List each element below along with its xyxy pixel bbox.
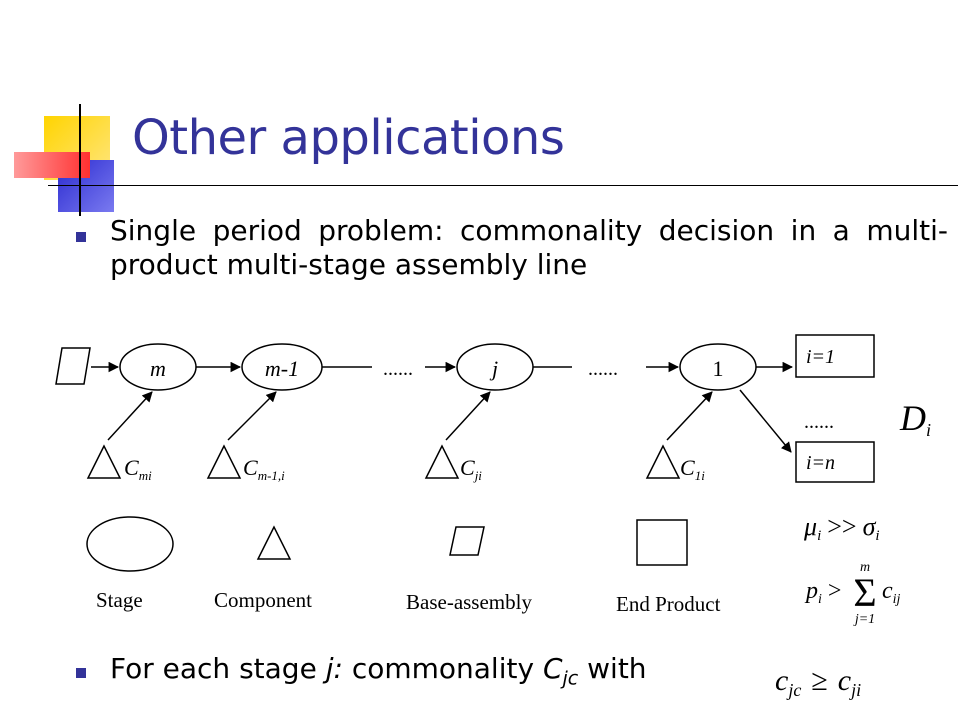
component-label-m-1: Cm-1,i [243,455,285,483]
bullet-marker [76,232,86,242]
flow-dots-1: ...... [383,358,413,380]
product-box-top [795,334,875,378]
page-title: Other applications [132,110,565,166]
component-triangle-m-1 [206,444,242,479]
component-label-1: C1i [680,455,705,483]
component-label-m: Cmi [124,455,152,483]
legend-component-shape [256,525,292,560]
component-arrow [227,391,277,441]
component-arrow [445,391,491,441]
stage-m-label: m [150,356,166,381]
formula-p: pi> [804,578,841,607]
bullet-1-text: Single period problem: commonality decis… [110,214,948,281]
deco-red-bar [14,152,90,178]
formula-mu-sigma: μi>>σi [803,512,880,544]
bullet-2-text: For each stage j: commonality Cjc with [110,652,647,690]
component-arrow [666,391,713,441]
formula-c-ij: cij [882,578,901,607]
legend-end-product-label: End Product [616,592,721,616]
stage-1-label: 1 [713,356,724,381]
product-dots: ...... [804,411,834,433]
bullet-marker [76,668,86,678]
flow-dots-2: ...... [588,358,618,380]
legend-base-assembly-label: Base-assembly [406,590,532,614]
demand-label: Di [899,398,931,440]
deco-horizontal-line [48,185,958,186]
legend-component-label: Component [214,588,312,612]
legend-stage-shape [86,516,174,572]
flow-arrow [739,389,792,453]
formula-commonality: cjc≥cji [775,664,861,700]
base-assembly-shape [55,347,91,385]
component-arrow [107,391,153,441]
formula-sum-lower: j=1 [853,612,875,627]
stage-j-label: j [489,356,498,381]
formula-sum-upper: m [860,560,870,575]
product-box-bottom [795,441,875,483]
formula-sum-symbol: Σ [853,570,876,615]
component-label-j: Cji [460,455,482,483]
product-bottom-label: i=n [806,452,835,474]
component-triangle-1 [645,444,681,479]
product-top-label: i=1 [806,346,835,368]
component-triangle-m [86,444,122,479]
legend-stage-label: Stage [96,588,143,612]
deco-vertical-line [79,104,81,216]
stage-m-1-label: m-1 [265,356,299,381]
component-triangle-j [424,444,460,479]
legend-base-assembly-shape [449,526,485,556]
legend-end-product-shape [636,519,688,566]
